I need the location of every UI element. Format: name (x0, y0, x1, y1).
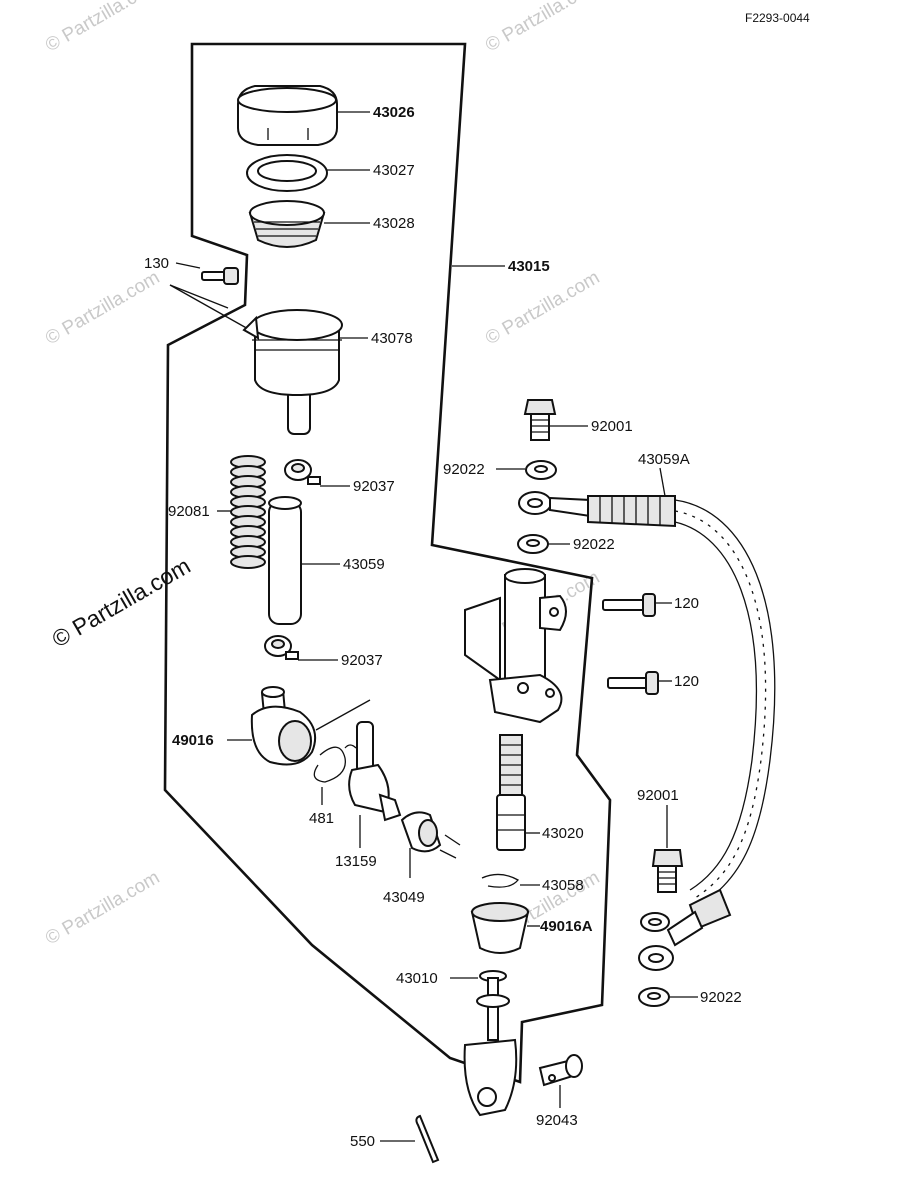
hose-clamp-upper (284, 459, 321, 485)
grommet (400, 811, 442, 853)
circlip (313, 746, 346, 783)
piston-assembly (496, 734, 526, 851)
part-label-92037-lower: 92037 (341, 652, 383, 669)
part-label-13159: 13159 (335, 853, 377, 870)
banjo-bolt-lower (651, 849, 684, 893)
part-label-43058: 43058 (542, 877, 584, 894)
master-cylinder-body (464, 568, 567, 724)
part-label-43010: 43010 (396, 970, 438, 987)
assembly-outline (163, 42, 612, 1084)
watermark-text: © Partzilla.com (42, 867, 163, 949)
part-label-92022-upper-a: 92022 (443, 461, 485, 478)
reservoir-boot (250, 686, 316, 766)
figure-reference: F2293-0044 (745, 11, 810, 25)
watermark-text: © Partzilla.com (482, 267, 603, 349)
mounting-bolt-upper (602, 593, 656, 617)
reservoir-screw (201, 267, 239, 285)
part-label-92043: 92043 (536, 1112, 578, 1129)
mounting-bolt-lower (607, 671, 659, 695)
part-label-43059A: 43059A (638, 451, 690, 468)
part-label-43027: 43027 (373, 162, 415, 179)
hose-lower-fitting (638, 888, 732, 971)
cotter-pin (415, 1114, 440, 1164)
part-label-92001-upper: 92001 (591, 418, 633, 435)
part-label-481: 481 (309, 810, 334, 827)
part-label-43020: 43020 (542, 825, 584, 842)
hose-fitting (344, 721, 402, 822)
watermark-text: © Partzilla.com (42, 0, 163, 56)
part-label-43078: 43078 (371, 330, 413, 347)
return-spring (230, 455, 266, 569)
part-label-120-upper: 120 (674, 595, 699, 612)
part-label-49016A: 49016A (540, 918, 593, 935)
hose-clamp-lower (264, 635, 299, 660)
reservoir-cap (237, 85, 338, 146)
retaining-clip (481, 873, 519, 888)
part-label-92022-lower: 92022 (700, 989, 742, 1006)
banjo-bolt-upper (523, 399, 557, 441)
part-label-92081: 92081 (168, 503, 210, 520)
diaphragm-plate (246, 154, 328, 192)
part-label-43049: 43049 (383, 889, 425, 906)
part-label-120-lower: 120 (674, 673, 699, 690)
dust-boot (470, 902, 530, 954)
clevis-pin (538, 1054, 583, 1087)
fluid-reservoir (242, 309, 343, 435)
part-label-550: 550 (350, 1133, 375, 1150)
reservoir-diaphragm (248, 200, 326, 248)
watermark-text: © Partzilla.com (42, 267, 163, 349)
reservoir-hose (268, 496, 302, 625)
brake-hose (518, 491, 776, 906)
part-label-92037-upper: 92037 (353, 478, 395, 495)
watermark-text-large: © Partzilla.com (48, 552, 195, 652)
part-label-49016: 49016 (172, 732, 214, 749)
part-label-43028: 43028 (373, 215, 415, 232)
part-label-92022-upper-b: 92022 (573, 536, 615, 553)
part-label-43015: 43015 (508, 258, 550, 275)
watermark-text: © Partzilla.com (482, 0, 603, 56)
part-label-43026: 43026 (373, 104, 415, 121)
part-label-130: 130 (144, 255, 169, 272)
part-label-92001-lower: 92001 (637, 787, 679, 804)
part-label-43059: 43059 (343, 556, 385, 573)
push-rod (463, 970, 518, 1117)
